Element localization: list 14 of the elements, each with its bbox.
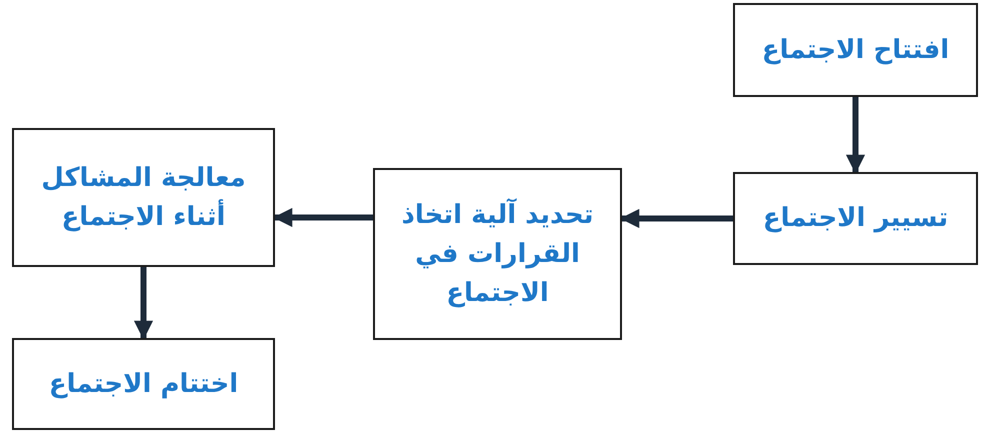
step-label: افتتاح الاجتماع — [760, 34, 950, 66]
step-label: تحديد آلية اتخاذ القرارات في الاجتماع — [400, 197, 594, 310]
arrow — [846, 97, 866, 174]
process-box — [12, 338, 275, 430]
arrow — [134, 267, 154, 340]
step-label: اختتام الاجتماع — [48, 368, 240, 400]
arrow — [273, 208, 373, 228]
process-box — [733, 3, 978, 97]
step-label: تسيير الاجتماع — [762, 202, 950, 235]
step-label: معالجة المشاكل أثناء الاجتماع — [40, 162, 247, 234]
arrow — [620, 208, 733, 228]
process-box — [733, 172, 978, 265]
process-box — [12, 128, 275, 267]
process-box — [373, 168, 622, 340]
